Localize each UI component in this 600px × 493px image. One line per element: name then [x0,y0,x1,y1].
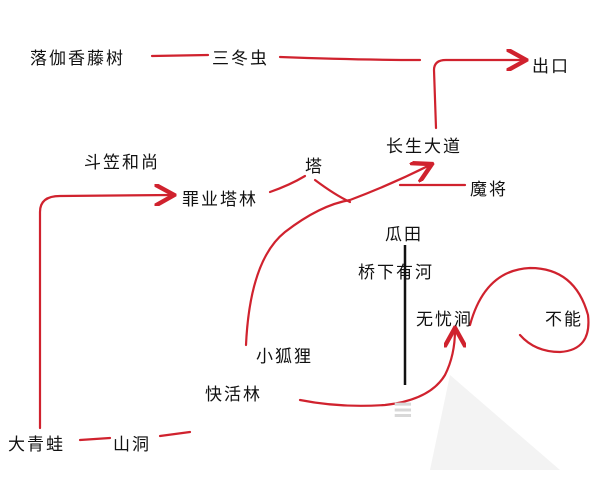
line-shandong-east [158,430,192,438]
node-exit: 出口 [532,57,570,77]
line-ta-junction [313,178,352,204]
line-sandong-east [278,55,422,62]
node-kuaihuo: 快活林 [205,385,262,405]
node-ta: 塔 [305,157,324,177]
node-changsheng: 长生大道 [386,137,462,157]
node-qiaoxia: 桥下有河 [358,263,434,283]
arrow-changsheng-exit [432,60,524,130]
line-luojia-sandong [150,53,210,58]
node-guatian: 瓜田 [385,225,423,245]
watermark: ≡ [392,395,414,425]
node-sandong: 三冬虫 [212,49,269,69]
line-daqingwa-shandong [78,436,112,442]
node-mojiang: 魔将 [470,180,508,200]
arrow-xiaohuli-changsheng [244,165,430,347]
node-zuiye: 罪业塔林 [182,190,258,210]
arrow-daqingwa-zuiye [38,195,172,430]
node-buneng: 不能 [545,310,583,330]
node-xiaohuli: 小狐狸 [256,347,313,367]
loop-wuyou-buneng [468,266,590,354]
line-zuiye-ta [268,174,307,194]
node-douli: 斗笠和尚 [84,153,160,173]
node-luojia: 落伽香藤树 [30,49,125,69]
watermark-shape [430,375,560,470]
arrow-kuaihuo-wuyou [298,330,455,407]
node-wuyou: 无忧涧 [416,310,473,330]
node-shandong: 山洞 [113,435,151,455]
node-daqingwa: 大青蛙 [8,435,65,455]
